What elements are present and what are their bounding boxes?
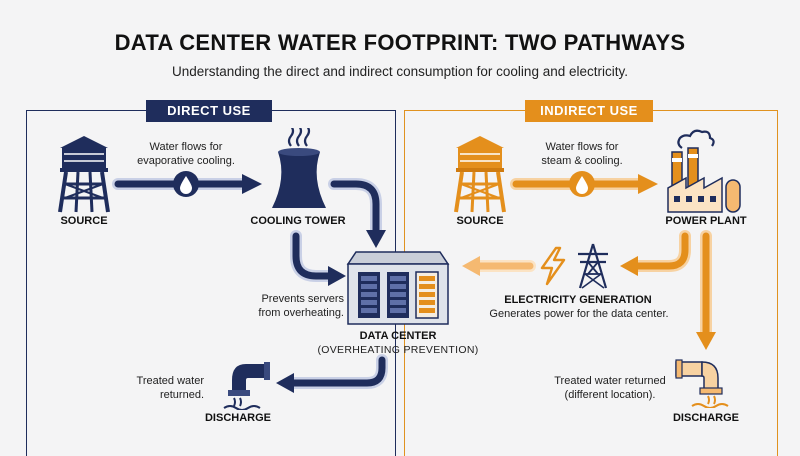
page-title: DATA CENTER WATER FOOTPRINT: TWO PATHWAY…: [114, 30, 686, 55]
indirect-treated-note-line-1: Treated water returned: [554, 375, 666, 387]
direct-flow-note-line-2: evaporative cooling.: [137, 155, 235, 167]
arrow-source-to-cooling-tower: [112, 171, 262, 197]
direct-source-label: SOURCE: [60, 215, 108, 227]
indirect-flow-note-line-2: steam & cooling.: [541, 155, 623, 167]
indirect-treated-note-line-2: (different location).: [564, 389, 656, 401]
page-subtitle: Understanding the direct and indirect co…: [171, 64, 628, 79]
direct-treated-note: Treated water returned.: [108, 374, 204, 402]
direct-treated-note-line-1: Treated water: [136, 375, 204, 387]
arrow-power-plant-to-discharge: [696, 230, 716, 350]
electricity-generation-label: ELECTRICITY GENERATION: [504, 294, 652, 306]
cooling-tower-icon: [272, 128, 326, 208]
indirect-discharge-pipe-icon: [675, 359, 729, 408]
lightning-bolt-icon: [540, 246, 566, 286]
server-rack-3: [415, 271, 439, 319]
indirect-use-badge: INDIRECT USE: [525, 100, 653, 122]
indirect-water-tower-icon: [454, 136, 506, 213]
cooling-tower-label: COOLING TOWER: [250, 215, 346, 227]
data-center-label: DATA CENTER: [359, 330, 437, 342]
arrow-electricity-to-data-center: [462, 256, 536, 276]
power-plant-icon: [667, 129, 741, 213]
arrow-indirect-source-to-power-plant: [510, 171, 658, 197]
transmission-tower-icon: [578, 243, 608, 289]
server-rack-1: [358, 272, 380, 318]
indirect-discharge-label: DISCHARGE: [672, 412, 739, 424]
arrow-power-plant-to-electricity: [620, 230, 691, 276]
direct-flow-note-line-1: Water flows for: [149, 141, 223, 153]
indirect-treated-note: Treated water returned (different locati…: [540, 374, 680, 402]
prevent-note: Prevents servers from overheating.: [218, 292, 344, 320]
indirect-flow-note: Water flows for steam & cooling.: [524, 140, 640, 168]
server-rack-2: [387, 272, 409, 318]
power-plant-label: POWER PLANT: [665, 215, 747, 227]
data-center-sublabel: (OVERHEATING PREVENTION): [317, 344, 479, 356]
indirect-flow-note-line-1: Water flows for: [545, 141, 619, 153]
indirect-source-label: SOURCE: [456, 215, 504, 227]
data-center-icon: [346, 251, 450, 325]
direct-discharge-pipe-icon: [223, 362, 270, 410]
water-tower-icon: [58, 136, 110, 213]
arrow-cooling-tower-to-data-center: [328, 178, 386, 248]
electricity-note: Generates power for the data center.: [489, 308, 669, 320]
arrow-data-center-to-discharge: [276, 354, 388, 393]
arrow-cooling-down-to-data-center: [290, 230, 346, 286]
prevent-note-line-1: Prevents servers: [261, 293, 344, 305]
direct-treated-note-line-2: returned.: [159, 389, 204, 401]
direct-use-badge: DIRECT USE: [146, 100, 272, 122]
direct-discharge-label: DISCHARGE: [204, 412, 271, 424]
prevent-note-line-2: from overheating.: [258, 307, 344, 319]
direct-flow-note: Water flows for evaporative cooling.: [128, 140, 244, 168]
